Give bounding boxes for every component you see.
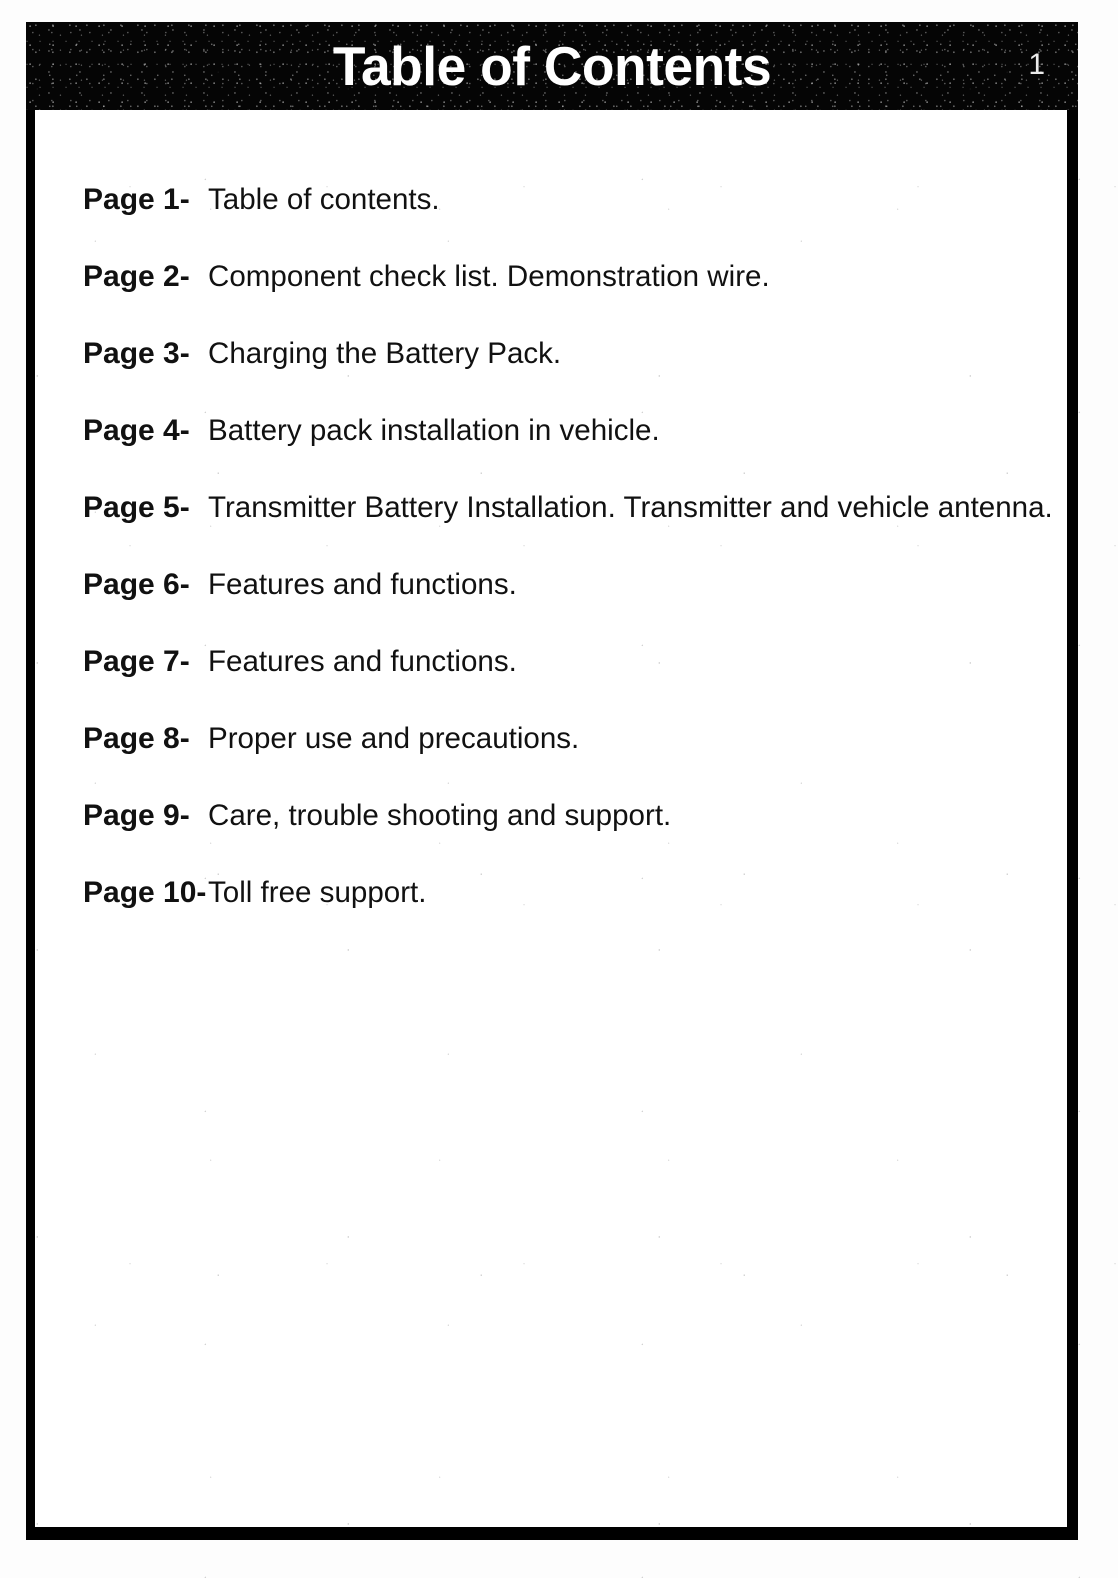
table-of-contents-list: Page 1- Table of contents. Page 2- Compo… <box>83 182 1053 952</box>
toc-entry-7[interactable]: Page 7- Features and functions. <box>83 644 1043 721</box>
toc-entry-2[interactable]: Page 2- Component check list. Demonstrat… <box>83 259 1043 336</box>
toc-description: Transmitter Battery Installation. Transm… <box>208 491 1053 524</box>
header-band-grain <box>26 22 1078 110</box>
toc-entry-4[interactable]: Page 4- Battery pack installation in veh… <box>83 413 1043 490</box>
toc-description: Battery pack installation in vehicle. <box>208 414 660 447</box>
toc-entry-10[interactable]: Page 10- Toll free support. <box>83 875 1043 952</box>
toc-page-label: Page 4- <box>83 414 190 447</box>
page-border-frame <box>26 22 1078 1540</box>
toc-entry-3[interactable]: Page 3- Charging the Battery Pack. <box>83 336 1043 413</box>
toc-entry-9[interactable]: Page 9- Care, trouble shooting and suppo… <box>83 798 1043 875</box>
toc-description: Charging the Battery Pack. <box>208 337 562 370</box>
toc-description: Toll free support. <box>208 876 427 909</box>
toc-entry-5[interactable]: Page 5- Transmitter Battery Installation… <box>83 490 1053 567</box>
page-number: 1 <box>1028 48 1045 81</box>
toc-page-label: Page 6- <box>83 568 190 601</box>
toc-page-label: Page 5- <box>83 491 190 524</box>
toc-description: Component check list. Demonstration wire… <box>208 260 770 293</box>
toc-description: Table of contents. <box>208 183 440 216</box>
page-title: Table of Contents <box>332 35 772 97</box>
toc-entry-8[interactable]: Page 8- Proper use and precautions. <box>83 721 1043 798</box>
toc-page-label: Page 2- <box>83 260 190 293</box>
toc-description: Features and functions. <box>208 645 517 678</box>
toc-entry-6[interactable]: Page 6- Features and functions. <box>83 567 1043 644</box>
toc-description: Features and functions. <box>208 568 517 601</box>
toc-description: Care, trouble shooting and support. <box>208 799 672 832</box>
toc-entry-1[interactable]: Page 1- Table of contents. <box>83 182 1043 259</box>
toc-page-label: Page 1- <box>83 183 190 216</box>
toc-description: Proper use and precautions. <box>208 722 580 755</box>
toc-page-label: Page 9- <box>83 799 190 832</box>
header-band: Table of Contents 1 <box>26 22 1078 110</box>
toc-page-label: Page 3- <box>83 337 190 370</box>
toc-page-label: Page 8- <box>83 722 190 755</box>
toc-page-label: Page 7- <box>83 645 190 678</box>
toc-page-label: Page 10- <box>83 876 207 909</box>
